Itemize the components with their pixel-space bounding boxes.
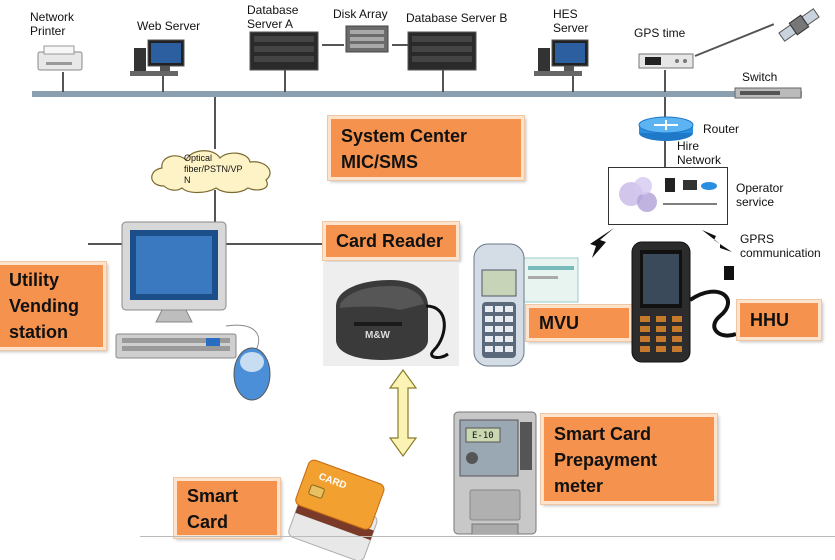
wireless-signal-icon-right [702, 230, 732, 252]
connector-db-disk [322, 44, 344, 46]
network-cloud-icon [151, 150, 271, 194]
hhu-box: HHU [737, 300, 821, 340]
connector-gps [664, 70, 666, 92]
smart-card-icon [288, 459, 385, 560]
wireless-signal-icon-left [590, 228, 614, 258]
meter-display-text: E-10 [472, 431, 494, 441]
system-center-box: System Center MIC/SMS [328, 116, 524, 180]
switch-label: Switch [742, 70, 778, 84]
card-reader-brand: M&W [365, 330, 390, 341]
operator-service-label: Operator service [736, 181, 784, 209]
connector-cloud-computer [214, 190, 216, 224]
printer-icon [37, 45, 83, 71]
disk-array-icon [345, 25, 389, 53]
hes-server-label: HES Server [553, 7, 589, 35]
database-server-a-icon [249, 31, 319, 71]
vending-computer-icon [115, 221, 271, 401]
switch-icon [734, 87, 802, 99]
gps-time-icon [638, 53, 694, 69]
connector-web-server [162, 74, 164, 92]
connector-bus-router [664, 97, 666, 119]
connector-gps-satellite [694, 23, 775, 57]
prepayment-meter-icon [453, 411, 537, 535]
disk-array-label: Disk Array [333, 7, 388, 21]
hire-network-label: Hire Network [677, 139, 722, 167]
hes-server-icon [534, 39, 589, 76]
connector-hes [572, 74, 574, 92]
card-reader-icon [336, 280, 449, 360]
database-server-b-icon [407, 31, 477, 71]
connector-disk-db [392, 44, 408, 46]
connector-db-b [442, 70, 444, 92]
web-server-label: Web Server [137, 19, 201, 33]
gps-time-label: GPS time [634, 26, 686, 40]
network-printer-label: Network Printer [30, 10, 75, 38]
smart-card-meter-box: Smart Card Prepayment meter [541, 414, 717, 504]
smart-card-box: Smart Card [174, 478, 280, 538]
connector-db-a [284, 70, 286, 92]
database-server-a-label: Database Server A [247, 3, 299, 31]
cloud-label: Optical fiber/PSTN/VP N [184, 153, 243, 185]
web-server-icon [130, 39, 185, 76]
router-icon [638, 116, 694, 141]
hhu-device-icon [631, 241, 737, 363]
gprs-label: GPRS communication [740, 232, 821, 260]
connector-computer-utility [88, 243, 124, 245]
floor-line [140, 536, 835, 537]
utility-vending-box: Utility Vending station [0, 262, 106, 350]
mvu-device-icon [473, 243, 579, 367]
connector-router-operator [664, 140, 666, 168]
card-reader-box: Card Reader [323, 222, 459, 260]
operator-network-icon [619, 177, 717, 212]
satellite-icon [778, 8, 820, 42]
connector-computer-reader [224, 243, 326, 245]
database-server-b-label: Database Server B [406, 11, 508, 25]
network-bus [32, 91, 802, 97]
router-label: Router [703, 122, 740, 136]
connector-printer [62, 72, 64, 92]
connector-bus-cloud [214, 97, 216, 149]
mvu-box: MVU [526, 305, 632, 341]
double-arrow-icon [388, 368, 418, 458]
